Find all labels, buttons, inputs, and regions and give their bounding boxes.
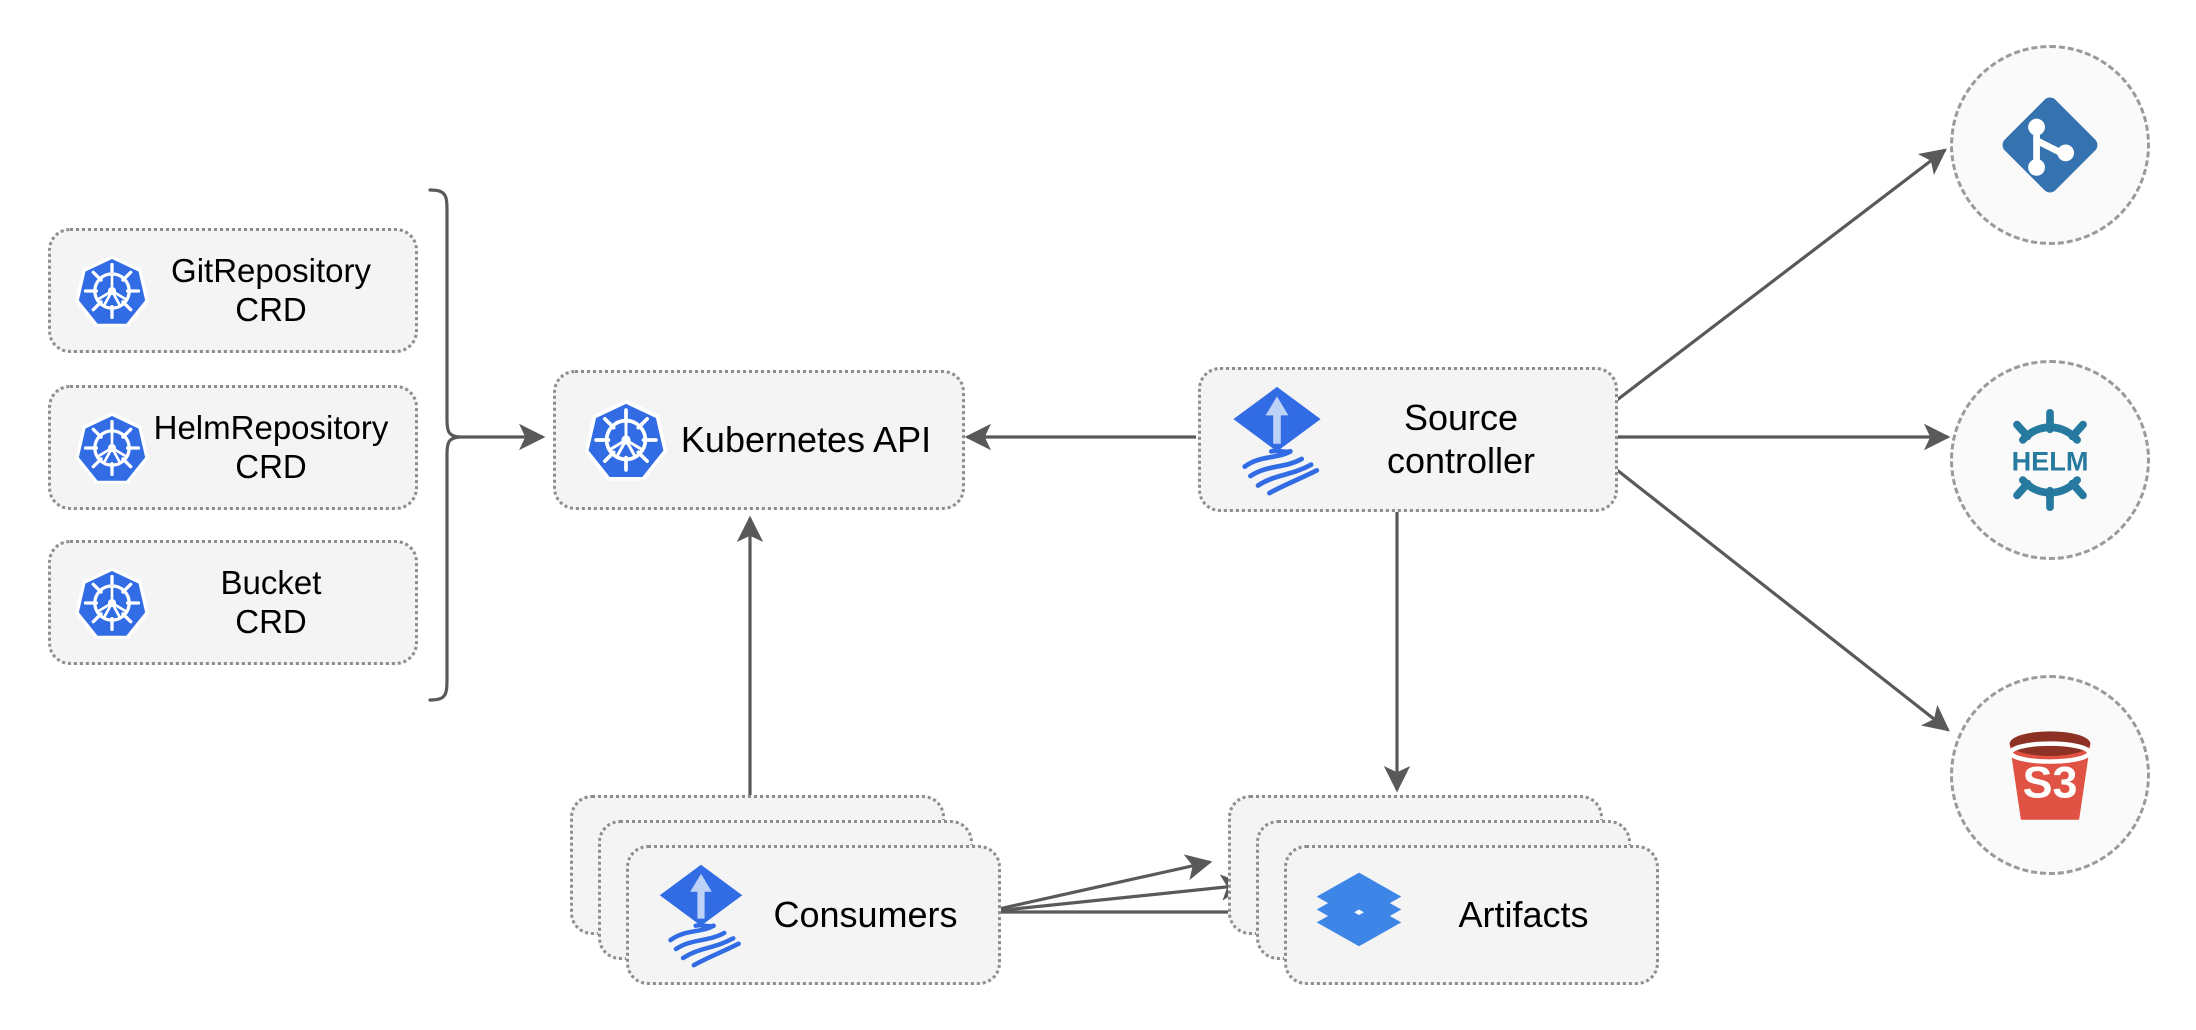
node-label: GitRepository CRD bbox=[171, 251, 371, 328]
node-git-source[interactable] bbox=[1950, 45, 2150, 245]
kubernetes-icon bbox=[73, 252, 151, 330]
kubernetes-icon bbox=[73, 564, 151, 642]
edge-source-controller-to-s3 bbox=[1616, 468, 1950, 732]
edge-source-controller-to-git bbox=[1616, 148, 1947, 402]
node-consumers[interactable]: Consumers bbox=[626, 845, 1001, 985]
node-artifacts[interactable]: Artifacts bbox=[1284, 845, 1659, 985]
kubernetes-icon bbox=[582, 396, 670, 484]
node-helmrepository-crd[interactable]: HelmRepository CRD bbox=[48, 385, 418, 510]
edge-consumers-to-artifacts-1 bbox=[984, 854, 1213, 914]
s3-icon: S3 bbox=[1991, 716, 2109, 834]
node-label: HelmRepository CRD bbox=[153, 408, 389, 485]
node-label: Kubernetes API bbox=[680, 418, 932, 460]
node-label: Consumers bbox=[773, 893, 958, 935]
layers-icon bbox=[1313, 863, 1405, 967]
node-helm-source[interactable]: HELM bbox=[1950, 360, 2150, 560]
helm-wordmark: HELM bbox=[2012, 446, 2089, 477]
node-bucket-crd[interactable]: Bucket CRD bbox=[48, 540, 418, 665]
node-label: Bucket CRD bbox=[220, 563, 322, 640]
node-label: Artifacts bbox=[1458, 893, 1589, 935]
flux-icon bbox=[655, 863, 747, 968]
node-s3-source[interactable]: S3 bbox=[1950, 675, 2150, 875]
s3-wordmark: S3 bbox=[2023, 757, 2078, 807]
node-label: Source controller bbox=[1386, 397, 1536, 481]
kubernetes-icon bbox=[73, 409, 151, 487]
git-icon bbox=[1991, 86, 2109, 204]
node-kubernetes-api[interactable]: Kubernetes API bbox=[553, 370, 965, 510]
crd-group-brace bbox=[428, 188, 460, 702]
node-source-controller[interactable]: Source controller bbox=[1198, 367, 1618, 512]
edge-consumers-to-artifacts-2 bbox=[984, 874, 1248, 914]
node-gitrepository-crd[interactable]: GitRepository CRD bbox=[48, 228, 418, 353]
helm-icon: HELM bbox=[1991, 401, 2109, 519]
flux-icon bbox=[1229, 385, 1325, 495]
